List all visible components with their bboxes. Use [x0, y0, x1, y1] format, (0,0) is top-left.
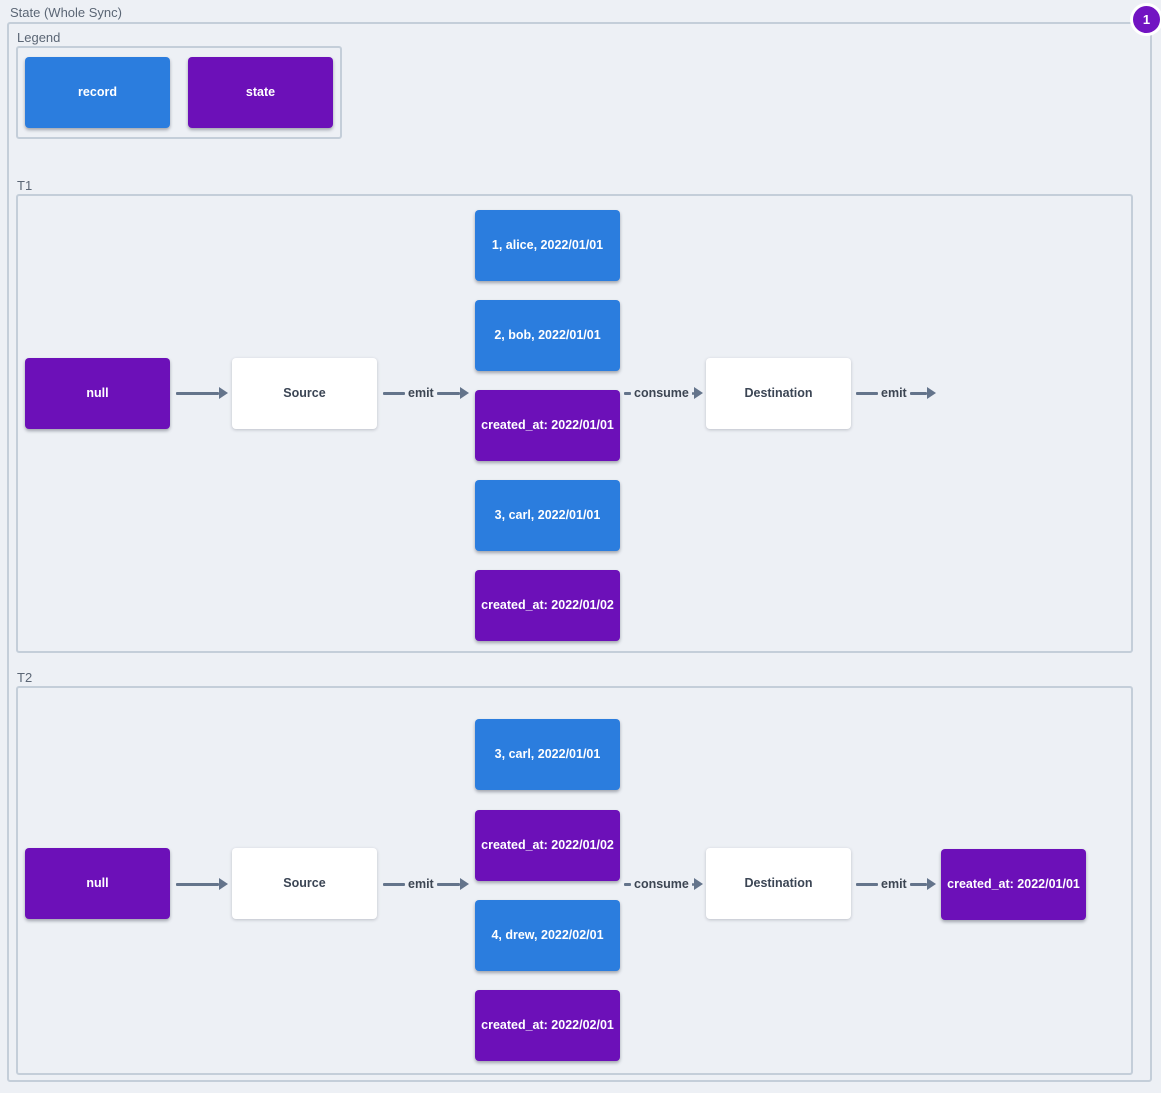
section-t2-label: T2: [17, 670, 33, 685]
legend-title: Legend: [17, 30, 61, 45]
t1-state-box: created_at: 2022/01/02: [475, 570, 620, 641]
t1-state-box: created_at: 2022/01/01: [475, 390, 620, 461]
arrow-line: [691, 882, 694, 886]
annotation-badge-number: 1: [1142, 12, 1151, 27]
t2-source-box: Source: [232, 848, 377, 919]
t2-output-state-box: created_at: 2022/01/01: [941, 849, 1086, 920]
arrowhead-icon: [927, 387, 936, 399]
t1-record-box: 1, alice, 2022/01/01: [475, 210, 620, 281]
arrowhead-icon: [219, 878, 228, 890]
t1-source-box: Source: [232, 358, 377, 429]
t2-consume-arrow: consume: [624, 876, 703, 892]
arrow-line: [383, 391, 405, 395]
page-title: State (Whole Sync): [10, 5, 122, 20]
t1-flow-arrow: [176, 385, 228, 401]
t2-input-state-box: null: [25, 848, 170, 919]
arrow-line: [436, 882, 460, 886]
t1-destination-box: Destination: [706, 358, 851, 429]
arrowhead-icon: [460, 878, 469, 890]
arrow-line: [909, 391, 927, 395]
t1-record-box: 2, bob, 2022/01/01: [475, 300, 620, 371]
t1-consume-arrow: consume: [624, 385, 703, 401]
annotation-badge: 1: [1130, 3, 1161, 36]
arrow-line: [436, 391, 460, 395]
arrow-line: [856, 391, 878, 395]
legend-group: [16, 46, 342, 139]
arrow-line: [909, 882, 927, 886]
t1-emit-label: emit: [408, 386, 434, 400]
arrow-line: [176, 882, 219, 886]
arrow-line: [691, 391, 694, 395]
arrowhead-icon: [460, 387, 469, 399]
section-t1-group: [16, 194, 1133, 653]
legend-item-state: state: [188, 57, 333, 128]
section-t1-label: T1: [17, 178, 33, 193]
t1-record-box: 3, carl, 2022/01/01: [475, 480, 620, 551]
arrowhead-icon: [927, 878, 936, 890]
arrow-line: [624, 391, 631, 395]
legend-item-record: record: [25, 57, 170, 128]
section-t2-group: [16, 686, 1133, 1075]
t2-destination-box: Destination: [706, 848, 851, 919]
t1-emit-out-arrow: emit: [856, 385, 936, 401]
arrow-line: [856, 882, 878, 886]
arrow-line: [383, 882, 405, 886]
t1-consume-label: consume: [634, 386, 689, 400]
arrowhead-icon: [694, 878, 703, 890]
t2-emit-arrow: emit: [383, 876, 469, 892]
t1-emit-out-label: emit: [881, 386, 907, 400]
arrowhead-icon: [694, 387, 703, 399]
arrow-line: [624, 882, 631, 886]
t2-flow-arrow: [176, 876, 228, 892]
t1-emit-arrow: emit: [383, 385, 469, 401]
t2-record-box: 4, drew, 2022/02/01: [475, 900, 620, 971]
state-whole-sync-group: [7, 22, 1152, 1082]
arrowhead-icon: [219, 387, 228, 399]
arrow-line: [176, 391, 219, 395]
t2-record-box: 3, carl, 2022/01/01: [475, 719, 620, 790]
t2-state-box: created_at: 2022/01/02: [475, 810, 620, 881]
t2-emit-out-label: emit: [881, 877, 907, 891]
t2-emit-out-arrow: emit: [856, 876, 936, 892]
t2-consume-label: consume: [634, 877, 689, 891]
t1-input-state-box: null: [25, 358, 170, 429]
t2-state-box: created_at: 2022/02/01: [475, 990, 620, 1061]
t2-emit-label: emit: [408, 877, 434, 891]
